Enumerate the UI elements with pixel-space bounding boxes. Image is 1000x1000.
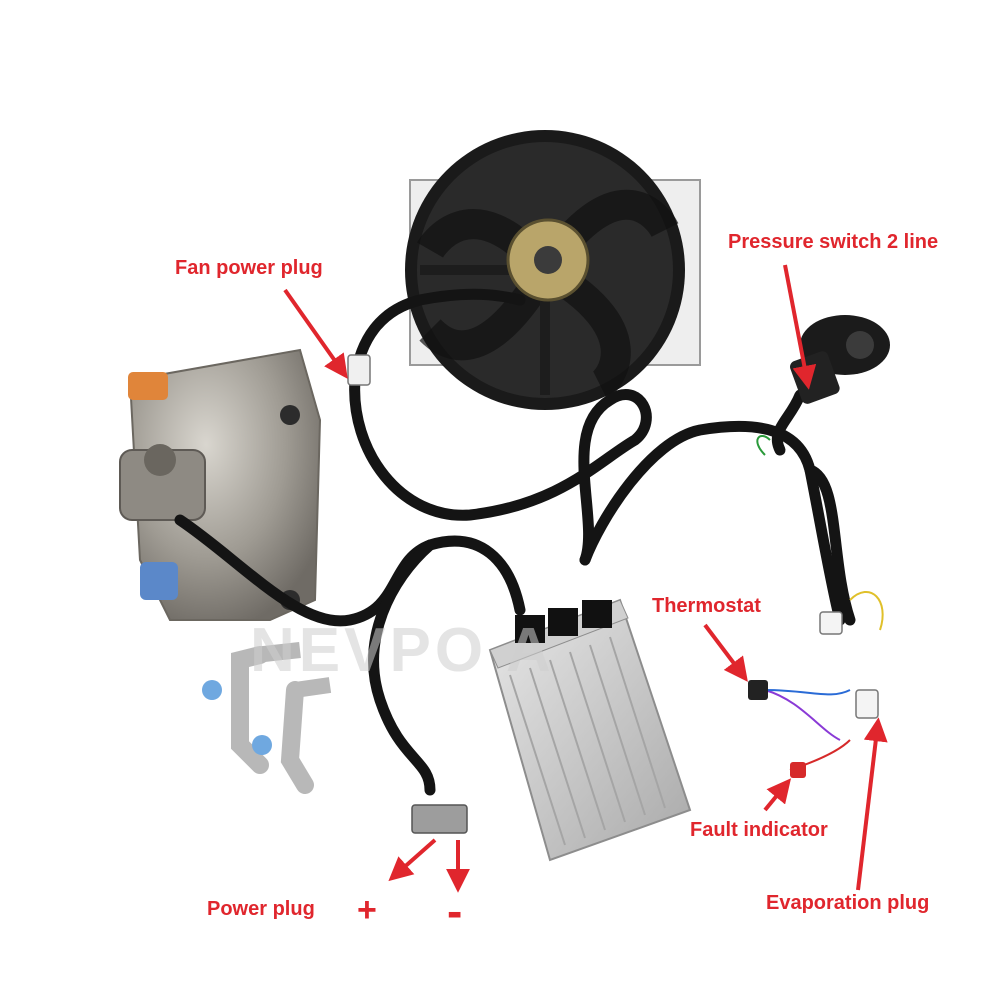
evaporation-plug-connector xyxy=(855,689,879,719)
label-power-plug: Power plug xyxy=(207,898,315,920)
radiator-fan xyxy=(405,130,701,410)
pipe-fittings xyxy=(202,642,332,794)
label-fan-power-plug: Fan power plug xyxy=(175,257,323,279)
label-pressure-switch: Pressure switch 2 line xyxy=(728,231,939,253)
electric-compressor xyxy=(119,348,322,621)
fan-plug-connector xyxy=(347,354,371,386)
controller-unit xyxy=(488,598,692,862)
label-evaporation-plug: Evaporation plug xyxy=(766,892,930,914)
wire-harness xyxy=(174,288,856,796)
arrow-pressure-switch xyxy=(783,264,817,390)
power-plug-connector xyxy=(411,804,468,834)
arrow-fault-indicator xyxy=(763,778,792,812)
label-thermostat: Thermostat xyxy=(652,595,761,617)
arrow-thermostat xyxy=(703,623,748,682)
thermostat-connector xyxy=(748,680,768,700)
arrow-fan-plug xyxy=(283,288,348,379)
label-fault-indicator: Fault indicator xyxy=(690,819,828,841)
arrow-power-plus xyxy=(388,838,437,882)
fault-indicator-led xyxy=(790,762,806,778)
inline-connector xyxy=(819,611,843,635)
watermark: NEVPO A xyxy=(250,616,555,685)
annotation-arrows xyxy=(283,264,888,893)
label-plus: + xyxy=(357,891,377,929)
label-minus: - xyxy=(447,885,463,937)
thin-wires xyxy=(756,435,884,771)
arrow-evaporation-plug xyxy=(856,717,888,891)
